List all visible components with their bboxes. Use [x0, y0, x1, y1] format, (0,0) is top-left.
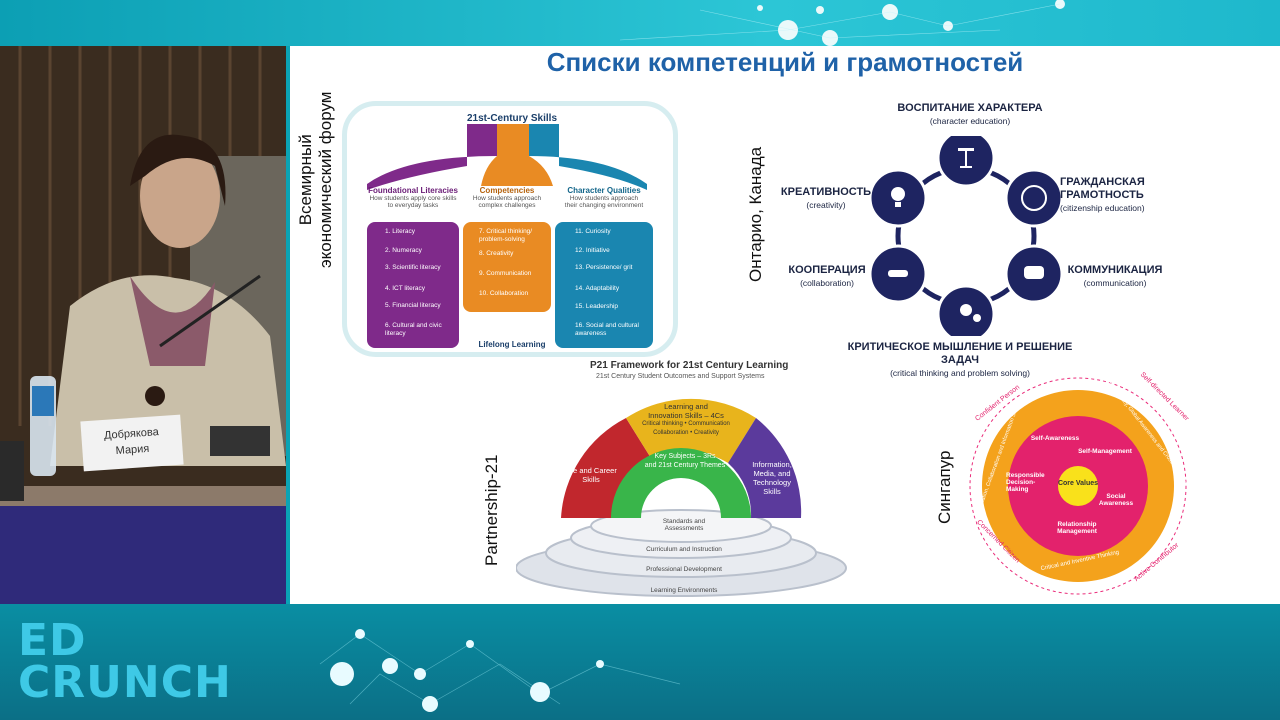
speaker-video: Добрякова Мария [0, 46, 286, 604]
wef-col3-sub2: their changing environment [564, 202, 644, 209]
wef-item: 3. Scientific literacy [385, 264, 441, 271]
p21-key-subjects: Key Subjects – 3Rs and 21st Century Them… [630, 452, 740, 470]
ontario-node-sub: (citizenship education) [1060, 203, 1145, 213]
ontario-node-sub: (critical thinking and problem solving) [890, 368, 1030, 378]
edcrunch-logo: ED CRUNCH [18, 615, 232, 708]
p21-top-line3: Critical thinking • Communication [642, 421, 730, 427]
p21-ring-professional: Professional Development [646, 566, 722, 573]
p21-side-label: Partnership-21 [482, 454, 501, 566]
bottom-decor-band: ED CRUNCH [0, 604, 1280, 720]
p21-top-line4: Collaboration • Creativity [653, 430, 719, 436]
wef-item: 16. Social and cultural awareness [575, 322, 639, 337]
speaker-illustration [0, 46, 286, 604]
p21-life-career: Life and Career Skills [565, 466, 617, 484]
wef-col2-sub2: complex challenges [478, 202, 536, 209]
ontario-node-title: КООПЕРАЦИЯ [788, 264, 866, 276]
ontario-node-sub: (collaboration) [800, 278, 854, 288]
wef-item: 11. Curiosity [575, 228, 611, 235]
ontario-node-citizenship: ГРАЖДАНСКАЯ ГРАМОТНОСТЬ (citizenship edu… [1060, 176, 1170, 215]
p21-top-line2: Innovation Skills – 4Cs [648, 411, 724, 420]
singapore-circles [969, 377, 1187, 595]
ontario-node-title-l1: ГРАЖДАНСКАЯ [1060, 176, 1145, 188]
ontario-side-label: Онтарио, Канада [746, 146, 765, 282]
wef-item: 1. Literacy [385, 228, 415, 235]
wef-item: 14. Adaptability [575, 285, 620, 292]
presentation-slide: Списки компетенций и грамотностей Всемир… [290, 46, 1280, 604]
ontario-node-title: КРИТИЧЕСКОЕ МЫШЛЕНИЕ И РЕШЕНИЕ ЗАДАЧ [847, 341, 1073, 366]
wef-col1: Foundational Literacies How students app… [361, 186, 465, 209]
wef-col1-sub2: to everyday tasks [387, 202, 439, 209]
p21-inner-line1: Key Subjects – 3Rs [654, 453, 716, 460]
wef-col3-heading: Character Qualities [567, 186, 641, 195]
ontario-node-title: КОММУНИКАЦИЯ [1067, 264, 1163, 276]
ontario-node-collaboration: КООПЕРАЦИЯ (collaboration) [782, 264, 872, 290]
p21-ring-environments: Learning Environments [650, 587, 718, 594]
singapore-core-values: Core Values [1057, 480, 1099, 487]
logo-line1: ED [18, 615, 87, 666]
wef-item: 10. Collaboration [479, 290, 529, 297]
p21-subtitle: 21st Century Student Outcomes and Suppor… [596, 373, 765, 380]
wef-col2-sub1: How students approach [472, 195, 542, 202]
singapore-self-management: Self-Management [1078, 448, 1132, 455]
singapore-social-awareness: Social Awareness [1098, 493, 1134, 507]
ontario-node-sub: (creativity) [806, 200, 846, 210]
p21-title: P21 Framework for 21st Century Learning [590, 360, 789, 371]
wef-item: 6. Cultural and civic literacy [385, 322, 442, 337]
wef-funnel-graphic [367, 124, 653, 348]
ontario-node-character: ВОСПИТАНИЕ ХАРАКТЕРА (character educatio… [870, 102, 1070, 128]
ontario-node-sub: (communication) [1083, 278, 1147, 288]
wef-item: 7. Critical thinking/ problem-solving [479, 228, 533, 243]
wef-col2-heading: Competencies [479, 186, 535, 195]
wef-item: 8. Creativity [479, 250, 514, 257]
wef-col2: Competencies How students approach compl… [459, 186, 555, 209]
ontario-node-title-l2: ГРАМОТНОСТЬ [1060, 189, 1144, 201]
wef-col3: Character Qualities How students approac… [551, 186, 657, 209]
wef-col3-sub1: How students approach [569, 195, 639, 202]
wef-side-label: Всемирный экономический форум [296, 92, 336, 268]
wef-title: 21st-Century Skills [466, 113, 558, 124]
wef-item: 13. Persistence/ grit [575, 264, 633, 271]
p21-top-line1: Learning and [664, 402, 708, 411]
p21-learning-innovation: Learning and Innovation Skills – 4Cs Cri… [626, 402, 746, 438]
singapore-responsible-decision: Responsible Decision-Making [1006, 472, 1045, 493]
singapore-side-label: Сингапур [935, 450, 954, 524]
wef-item: 15. Leadership [575, 303, 619, 310]
p21-info-media: Information, Media, and Technology Skill… [752, 460, 792, 496]
wef-item: 2. Numeracy [385, 247, 422, 254]
ontario-node-creativity: КРЕАТИВНОСТЬ (creativity) [780, 186, 872, 212]
wef-item: 5. Financial literacy [385, 302, 441, 309]
wef-col1-heading: Foundational Literacies [368, 186, 458, 195]
wef-side-label-line1: Всемирный [296, 134, 315, 226]
wef-item: 12. Initiative [575, 247, 610, 254]
ontario-node-critical-thinking: КРИТИЧЕСКОЕ МЫШЛЕНИЕ И РЕШЕНИЕ ЗАДАЧ (cr… [840, 341, 1080, 380]
top-decor-band [0, 0, 1280, 46]
wef-diagram: 21st-Century Skills Foundational Literac… [342, 101, 678, 357]
ontario-ring [868, 136, 1064, 336]
ontario-node-communication: КОММУНИКАЦИЯ (communication) [1058, 264, 1172, 290]
wef-footer: Lifelong Learning [478, 340, 546, 349]
singapore-relationship-management: Relationship Management [1057, 521, 1097, 535]
logo-line2: CRUNCH [18, 657, 232, 708]
p21-ring-standards: Standards and Assessments [662, 518, 706, 532]
p21-rainbow [516, 398, 847, 597]
wef-col1-sub1: How students apply core skills [369, 195, 457, 202]
p21-inner-line2: and 21st Century Themes [644, 462, 726, 469]
wef-item: 9. Communication [479, 270, 532, 277]
network-decor-icon [619, 0, 1065, 46]
ontario-node-sub: (character education) [929, 116, 1011, 126]
ontario-node-title: КРЕАТИВНОСТЬ [780, 186, 872, 198]
singapore-self-awareness: Self-Awareness [1030, 435, 1080, 442]
ontario-node-title: ВОСПИТАНИЕ ХАРАКТЕРА [897, 102, 1043, 114]
slide-title: Списки компетенций и грамотностей [546, 47, 1024, 77]
wef-item: 4. ICT literacy [385, 285, 425, 292]
name-card: Добрякова Мария [80, 414, 184, 472]
p21-ring-curriculum: Curriculum and Instruction [646, 546, 722, 553]
wef-side-label-line2: экономический форум [316, 91, 335, 268]
network-decor-icon [319, 629, 681, 712]
